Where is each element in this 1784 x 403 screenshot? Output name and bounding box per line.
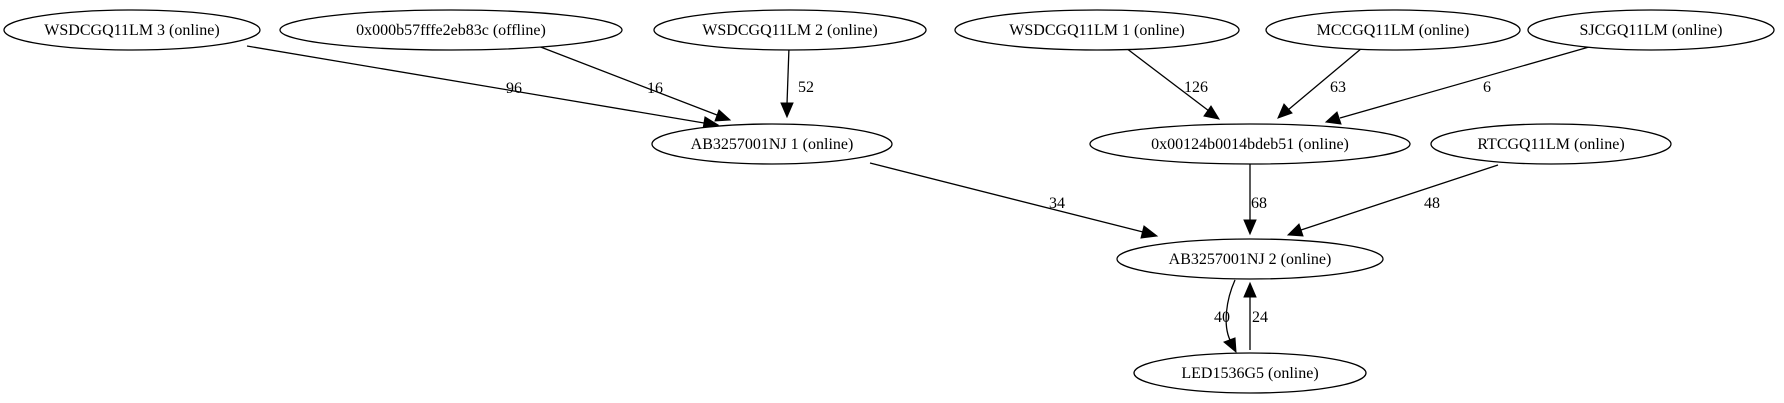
edge-arrowhead: [1140, 225, 1159, 239]
edge-line: [1339, 46, 1590, 119]
edge-weight-label: 126: [1184, 79, 1208, 96]
edge-n9-n10: 48: [1286, 164, 1499, 237]
edge-n2-n7: 16: [537, 45, 732, 122]
node-ellipse: [1527, 9, 1775, 51]
node-ellipse: [1430, 123, 1672, 165]
edge-weight-label: 24: [1252, 309, 1268, 326]
edge-arrowhead: [1223, 337, 1237, 354]
edge-n7-n10: 34: [869, 162, 1159, 239]
graph-node[interactable]: WSDCGQ11LM 2 (online): [653, 9, 927, 51]
edge-line: [1287, 47, 1363, 111]
edge-weight-label: 68: [1251, 195, 1267, 212]
edge-line: [1125, 47, 1210, 112]
node-label: MCCGQ11LM (online): [1317, 22, 1470, 39]
node-ellipse: [651, 123, 893, 165]
graph-node[interactable]: LED1536G5 (online): [1133, 352, 1367, 394]
graph-node[interactable]: RTCGQ11LM (online): [1430, 123, 1672, 165]
edge-line: [537, 45, 718, 116]
edge-n4-n8: 126: [1125, 47, 1221, 120]
edge-weight-label: 40: [1214, 309, 1230, 326]
edge-line: [1225, 279, 1236, 341]
edge-weight-label: 63: [1330, 79, 1346, 96]
edge-arrowhead: [1203, 105, 1221, 120]
node-label: WSDCGQ11LM 2 (online): [702, 22, 877, 39]
edge-arrowhead: [780, 102, 794, 119]
graph-node[interactable]: AB3257001NJ 1 (online): [651, 123, 893, 165]
graph-node[interactable]: WSDCGQ11LM 3 (online): [3, 9, 261, 51]
graph-node[interactable]: MCCGQ11LM (online): [1265, 9, 1521, 51]
graph-node[interactable]: 0x00124b0014bdeb51 (online): [1089, 123, 1411, 165]
edge-n10-n11: 40: [1214, 279, 1237, 354]
graph-node[interactable]: SJCGQ11LM (online): [1527, 9, 1775, 51]
edge-n6-n8: 6: [1324, 46, 1590, 125]
edge-weight-label: 96: [506, 80, 522, 97]
node-ellipse: [1133, 352, 1367, 394]
edge-line: [786, 46, 790, 105]
node-label: 0x000b57fffe2eb83c (offline): [356, 22, 546, 39]
node-label: 0x00124b0014bdeb51 (online): [1151, 136, 1349, 153]
edge-arrowhead: [714, 109, 732, 122]
node-ellipse: [1265, 9, 1521, 51]
nodes-layer: WSDCGQ11LM 3 (online) 0x000b57fffe2eb83c…: [3, 9, 1775, 394]
node-ellipse: [1116, 238, 1384, 280]
edge-line: [246, 45, 705, 124]
node-ellipse: [954, 9, 1240, 51]
node-label: SJCGQ11LM (online): [1580, 22, 1723, 39]
edge-weight-label: 34: [1049, 195, 1065, 212]
edge-weight-label: 52: [798, 79, 814, 96]
edge-n3-n7: 52: [780, 46, 814, 119]
node-label: AB3257001NJ 2 (online): [1169, 251, 1332, 268]
edge-weight-label: 48: [1424, 195, 1440, 212]
edge-weight-label: 16: [647, 80, 663, 97]
edge-arrowhead: [1277, 103, 1293, 119]
node-label: WSDCGQ11LM 1 (online): [1009, 22, 1184, 39]
edges-layer: 96 16 52 126 63 6: [246, 45, 1590, 354]
edge-arrowhead: [1324, 111, 1342, 125]
node-label: WSDCGQ11LM 3 (online): [44, 22, 219, 39]
graph-node[interactable]: AB3257001NJ 2 (online): [1116, 238, 1384, 280]
edge-arrowhead: [1243, 281, 1257, 298]
graph-node[interactable]: WSDCGQ11LM 1 (online): [954, 9, 1240, 51]
node-label: RTCGQ11LM (online): [1477, 136, 1624, 153]
node-ellipse: [1089, 123, 1411, 165]
edge-n5-n8: 63: [1277, 47, 1363, 119]
edge-line: [869, 162, 1144, 233]
graph-node[interactable]: 0x000b57fffe2eb83c (offline): [279, 9, 623, 51]
node-label: LED1536G5 (online): [1181, 365, 1318, 382]
edge-weight-label: 6: [1483, 79, 1491, 96]
edge-line: [1300, 164, 1499, 231]
node-ellipse: [279, 9, 623, 51]
edge-arrowhead: [1243, 219, 1257, 236]
node-ellipse: [653, 9, 927, 51]
node-label: AB3257001NJ 1 (online): [691, 136, 854, 153]
edge-arrowhead: [1286, 223, 1304, 237]
edge-n11-n10: 24: [1243, 281, 1268, 350]
edge-n8-n10: 68: [1243, 164, 1267, 236]
node-ellipse: [3, 9, 261, 51]
